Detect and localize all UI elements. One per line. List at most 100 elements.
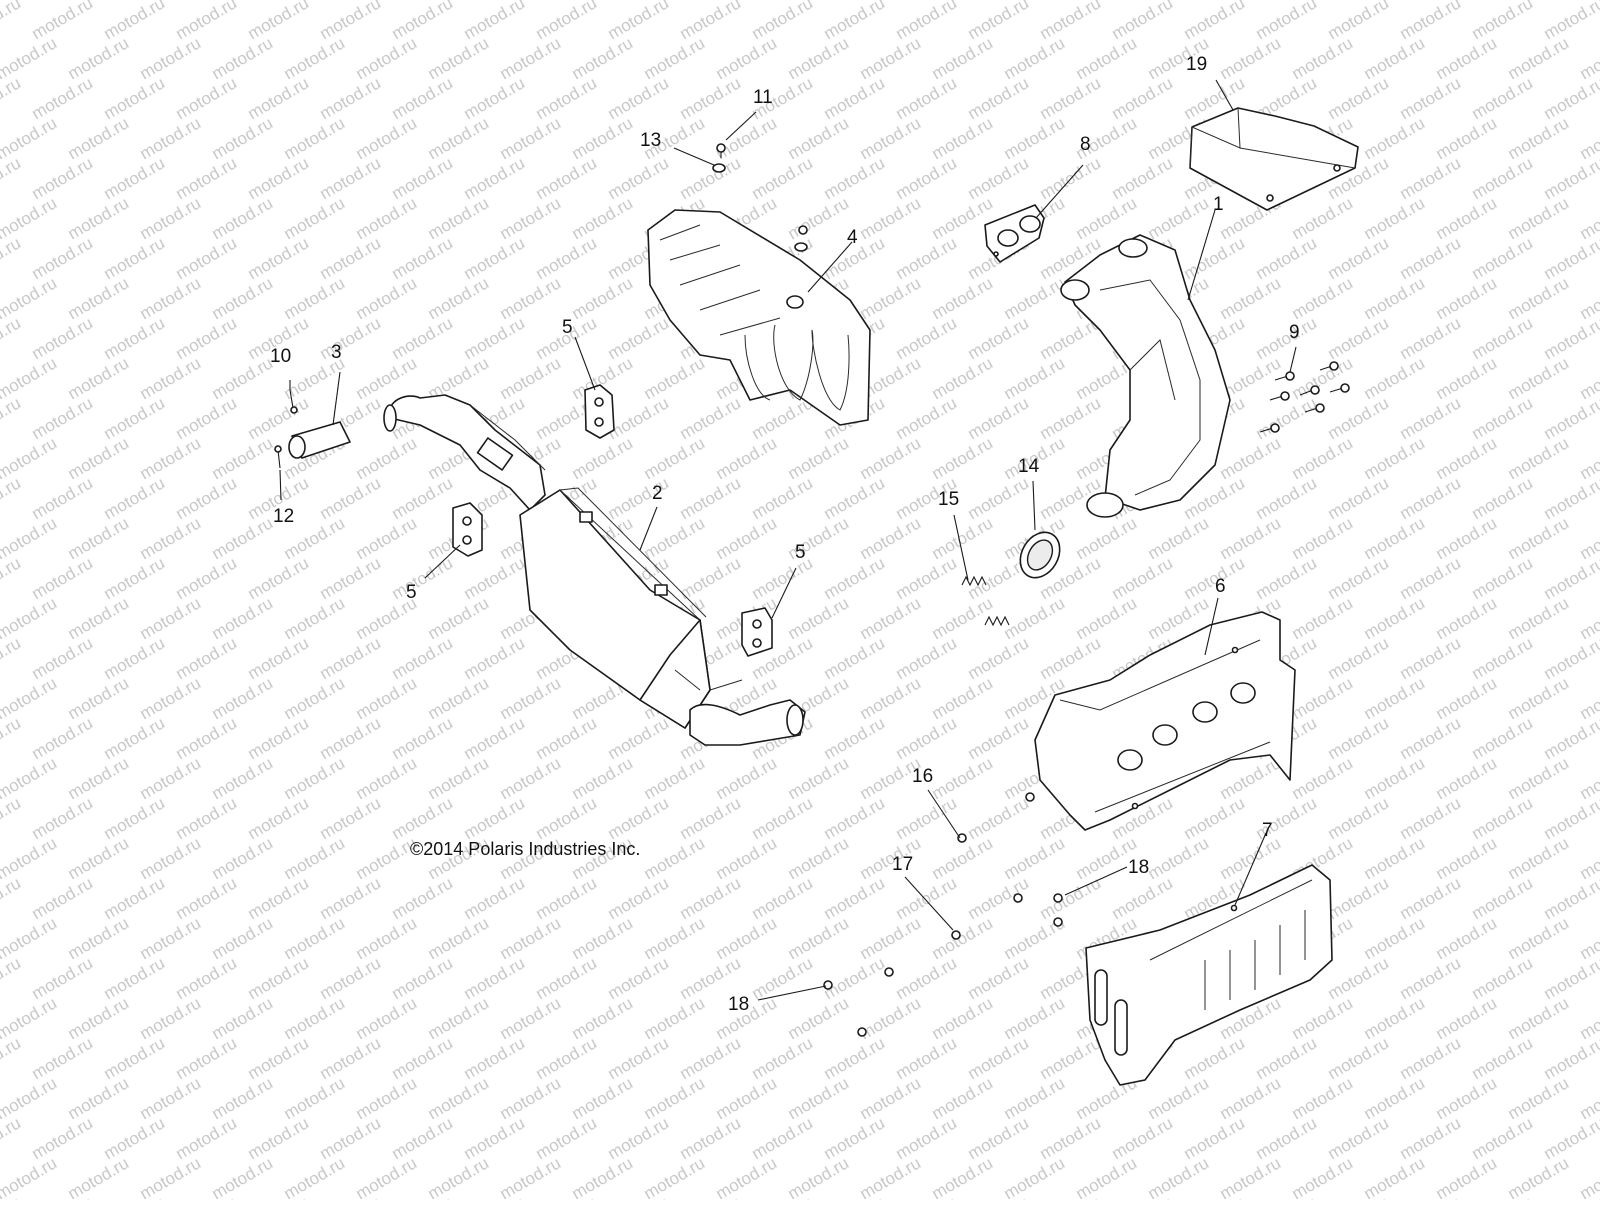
watermark-text: motod.ru bbox=[785, 1073, 853, 1123]
callout-11: 11 bbox=[753, 87, 773, 108]
watermark-text: motod.ru bbox=[641, 1153, 709, 1200]
watermark-text: motod.ru bbox=[929, 1153, 997, 1200]
watermark-text: motod.ru bbox=[965, 953, 1033, 1003]
watermark-text: motod.ru bbox=[857, 193, 925, 243]
watermark-text: motod.ru bbox=[1037, 873, 1105, 923]
part-5-isolator-top bbox=[585, 385, 614, 438]
watermark-text: motod.ru bbox=[893, 1193, 961, 1200]
watermark-text: motod.ru bbox=[965, 1113, 1033, 1163]
watermark-text: motod.ru bbox=[1505, 1153, 1573, 1200]
watermark-text: motod.ru bbox=[137, 753, 205, 803]
callout-16: 16 bbox=[912, 766, 933, 787]
watermark-text: motod.ru bbox=[1289, 433, 1357, 483]
watermark-text: motod.ru bbox=[749, 153, 817, 203]
watermark-text: motod.ru bbox=[461, 713, 529, 763]
watermark-text: motod.ru bbox=[353, 513, 421, 563]
watermark-text: motod.ru bbox=[641, 1073, 709, 1123]
watermark-text: motod.ru bbox=[1361, 673, 1429, 723]
watermark-text: motod.ru bbox=[317, 793, 385, 843]
watermark-text: motod.ru bbox=[965, 473, 1033, 523]
watermark-text: motod.ru bbox=[1505, 353, 1573, 403]
watermark-text: motod.ru bbox=[677, 793, 745, 843]
watermark-text: motod.ru bbox=[173, 553, 241, 603]
watermark-text: motod.ru bbox=[1289, 673, 1357, 723]
watermark-text: motod.ru bbox=[245, 0, 313, 43]
watermark-text: motod.ru bbox=[317, 1193, 385, 1200]
watermark-text: motod.ru bbox=[245, 1193, 313, 1200]
watermark-text: motod.ru bbox=[893, 313, 961, 363]
watermark-text: motod.ru bbox=[353, 193, 421, 243]
watermark-text: motod.ru bbox=[1361, 353, 1429, 403]
callout-6: 6 bbox=[1215, 576, 1226, 597]
watermark-text: motod.ru bbox=[1145, 833, 1213, 883]
watermark-text: motod.ru bbox=[929, 1073, 997, 1123]
watermark-text: motod.ru bbox=[1253, 1033, 1321, 1083]
watermark-text: motod.ru bbox=[173, 393, 241, 443]
watermark-text: motod.ru bbox=[821, 1113, 889, 1163]
watermark-text: motod.ru bbox=[965, 1033, 1033, 1083]
watermark-text: motod.ru bbox=[173, 153, 241, 203]
watermark-text: motod.ru bbox=[0, 1113, 24, 1163]
watermark-text: motod.ru bbox=[1325, 233, 1393, 283]
watermark-text: motod.ru bbox=[425, 113, 493, 163]
watermark-text: motod.ru bbox=[569, 913, 637, 963]
callout-5-left: 5 bbox=[406, 582, 417, 603]
watermark-text: motod.ru bbox=[281, 993, 349, 1043]
watermark-text: motod.ru bbox=[65, 273, 133, 323]
watermark-text: motod.ru bbox=[929, 673, 997, 723]
watermark-text: motod.ru bbox=[29, 953, 97, 1003]
callout-labels: 19 11 13 8 4 1 5 10 3 9 2 12 15 14 5 5 6… bbox=[270, 54, 1300, 1015]
part-5-isolator-right bbox=[742, 608, 772, 656]
watermark-text: motod.ru bbox=[1397, 793, 1465, 843]
watermark-text: motod.ru bbox=[137, 113, 205, 163]
watermark-text: motod.ru bbox=[1109, 873, 1177, 923]
watermark-text: motod.ru bbox=[1397, 953, 1465, 1003]
watermark-text: motod.ru bbox=[1325, 713, 1393, 763]
watermark-text: motod.ru bbox=[1289, 993, 1357, 1043]
watermark-text: motod.ru bbox=[821, 553, 889, 603]
watermark-text: motod.ru bbox=[821, 713, 889, 763]
watermark-text: motod.ru bbox=[65, 33, 133, 83]
watermark-text: motod.ru bbox=[389, 633, 457, 683]
watermark-text: motod.ru bbox=[281, 273, 349, 323]
watermark-text: motod.ru bbox=[929, 913, 997, 963]
watermark-text: motod.ru bbox=[1181, 1193, 1249, 1200]
watermark-text: motod.ru bbox=[1325, 1033, 1393, 1083]
watermark-text: motod.ru bbox=[65, 193, 133, 243]
callout-4: 4 bbox=[847, 227, 858, 248]
watermark-text: motod.ru bbox=[1037, 1193, 1105, 1200]
part-8-manifold-gasket bbox=[985, 205, 1044, 262]
watermark-text: motod.ru bbox=[173, 873, 241, 923]
watermark-text: motod.ru bbox=[533, 0, 601, 43]
watermark-text: motod.ru bbox=[1361, 833, 1429, 883]
watermark-text: motod.ru bbox=[893, 0, 961, 43]
callout-10: 10 bbox=[270, 346, 291, 367]
watermark-text: motod.ru bbox=[1325, 553, 1393, 603]
watermark-text: motod.ru bbox=[245, 953, 313, 1003]
watermark-text: motod.ru bbox=[1325, 633, 1393, 683]
watermark-text: motod.ru bbox=[173, 73, 241, 123]
watermark-text: motod.ru bbox=[929, 433, 997, 483]
watermark-text: motod.ru bbox=[1469, 233, 1537, 283]
watermark-text: motod.ru bbox=[497, 193, 565, 243]
watermark-text: motod.ru bbox=[173, 473, 241, 523]
watermark-text: motod.ru bbox=[173, 793, 241, 843]
watermark-text: motod.ru bbox=[569, 113, 637, 163]
watermark-text: motod.ru bbox=[317, 873, 385, 923]
watermark-text: motod.ru bbox=[137, 833, 205, 883]
watermark-text: motod.ru bbox=[569, 33, 637, 83]
watermark-text: motod.ru bbox=[821, 73, 889, 123]
watermark-text: motod.ru bbox=[1289, 273, 1357, 323]
watermark-text: motod.ru bbox=[749, 1113, 817, 1163]
watermark-text: motod.ru bbox=[209, 673, 277, 723]
watermark-text: motod.ru bbox=[713, 513, 781, 563]
watermark-text: motod.ru bbox=[569, 1073, 637, 1123]
watermark-text: motod.ru bbox=[1289, 193, 1357, 243]
watermark-text: motod.ru bbox=[1109, 1193, 1177, 1200]
watermark-text: motod.ru bbox=[353, 273, 421, 323]
watermark-text: motod.ru bbox=[1541, 73, 1600, 123]
watermark-text: motod.ru bbox=[1325, 873, 1393, 923]
watermark-text: motod.ru bbox=[137, 913, 205, 963]
watermark-text: motod.ru bbox=[101, 633, 169, 683]
watermark-text: motod.ru bbox=[1325, 0, 1393, 43]
